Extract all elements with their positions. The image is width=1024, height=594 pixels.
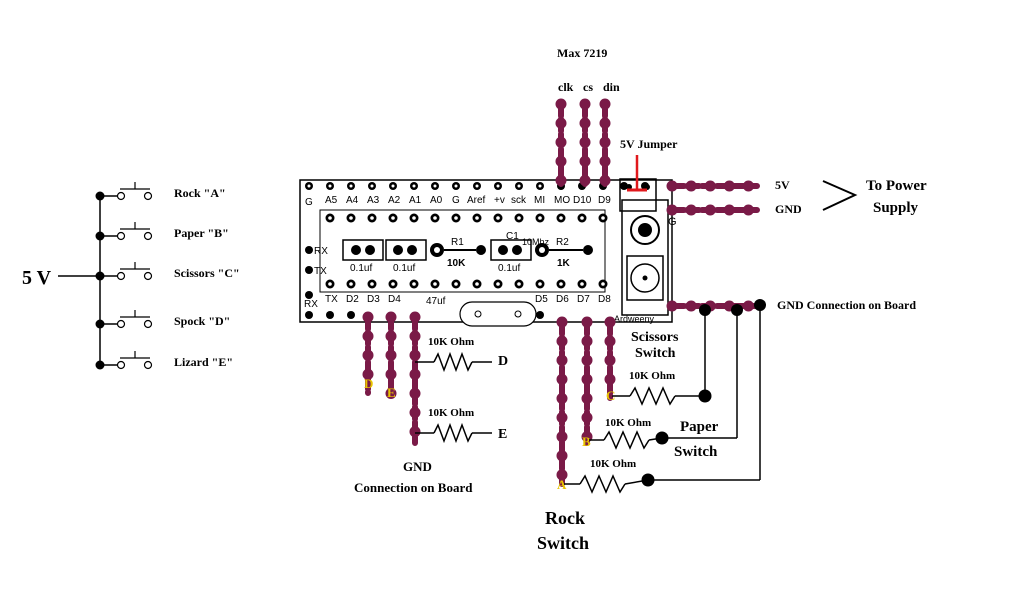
pin-label-a2: A2 (388, 195, 401, 206)
pin-label-d10: D10 (573, 195, 592, 206)
pin-label-a1: A1 (409, 195, 422, 206)
gnd-left-label-2: Connection on Board (354, 480, 473, 495)
resistor-d-label: 10K Ohm (428, 336, 474, 348)
rock-switch-label-2: Switch (537, 533, 589, 553)
pin-label-sck: sck (511, 195, 527, 206)
button-scissors[interactable]: Scissors "C" (95, 262, 240, 281)
resistor-a-label: 10K Ohm (590, 458, 636, 470)
switch-d-label: D (498, 354, 508, 369)
gnd-left-label-1: GND (403, 459, 432, 474)
max7219-label: Max 7219 (557, 46, 607, 60)
wire-letter-b: B (582, 434, 591, 449)
switch-e-label: E (498, 427, 507, 442)
button-label-spock: Spock "D" (174, 314, 230, 328)
pin-label-a5: A5 (325, 195, 338, 206)
power-gnd-label: GND (775, 202, 802, 216)
button-label-rock: Rock "A" (174, 186, 226, 200)
board-components (342, 239, 593, 261)
r1-value: 10K (447, 258, 466, 269)
pin-label-tx: TX (325, 294, 338, 305)
pin-label-mi: MI (534, 195, 545, 206)
side-pin-tx: TX (314, 266, 327, 277)
cs-label: cs (583, 80, 593, 94)
resistor-b (589, 430, 663, 450)
ardweeny-board: G A5 A4 A3 A2 A1 A0 G Aref +v sck MI MO … (299, 178, 677, 327)
pin-label-mo: MO (554, 195, 570, 206)
resistor-d (415, 351, 492, 373)
wire-gnd-board (666, 299, 766, 316)
button-spock[interactable]: Spock "D" (95, 310, 231, 329)
pin-label-d3: D3 (367, 294, 380, 305)
side-pin-rx-2: RX (304, 299, 318, 310)
terminal-b (655, 431, 669, 445)
wire-letter-a: A (557, 477, 567, 492)
button-label-lizard: Lizard "E" (174, 355, 233, 369)
brand-label: Ardweeny (614, 314, 655, 324)
regulator-area: G (619, 178, 677, 316)
wire-letter-e: E (387, 385, 396, 400)
cap-label-47uf: 47uf (426, 296, 446, 307)
pin-label-aref: Aref (467, 195, 486, 206)
button-paper[interactable]: Paper "B" (95, 222, 229, 241)
paper-switch-label-1: Paper (680, 419, 719, 435)
pin-label-d4: D4 (388, 294, 401, 305)
supply-5v-label: 5 V (22, 267, 52, 289)
terminal-c (698, 389, 712, 403)
gnd-board-label: GND Connection on Board (777, 298, 916, 312)
din-label: din (603, 80, 620, 94)
rock-switch-label-1: Rock (545, 508, 585, 528)
pin-label-d8: D8 (598, 294, 611, 305)
side-pins: RX TX RX (304, 246, 328, 310)
pin-label-d7: D7 (577, 294, 590, 305)
c1-label: C1 (506, 231, 519, 242)
scissors-switch-label-1: Scissors (631, 330, 679, 345)
cap-label-2: 0.1uf (393, 263, 415, 274)
pin-label-a4: A4 (346, 195, 359, 206)
r2-label: R2 (556, 237, 569, 248)
wire-letter-d: D (364, 376, 373, 391)
pin-label-a3: A3 (367, 195, 380, 206)
scissors-switch-label-2: Switch (635, 346, 676, 361)
crystal (459, 301, 537, 327)
terminal-a (641, 473, 655, 487)
resistor-c-label: 10K Ohm (629, 370, 675, 382)
pin-label-d5: D5 (535, 294, 548, 305)
reg-pin-g: G (668, 216, 677, 228)
jumper-label: 5V Jumper (620, 137, 678, 151)
pin-label-a0: A0 (430, 195, 443, 206)
pin-label-d9: D9 (598, 195, 611, 206)
jumper-5v (627, 155, 647, 192)
button-label-scissors: Scissors "C" (174, 266, 240, 280)
supply-label: Supply (873, 200, 919, 216)
resistor-a (564, 474, 649, 494)
wire-letter-c: C (606, 388, 615, 403)
resistor-e-label: 10K Ohm (428, 407, 474, 419)
button-rock[interactable]: Rock "A" (95, 182, 226, 201)
pin-label-g: G (452, 195, 460, 206)
osc-label: 10Mhz (522, 237, 550, 247)
pin-label-d2: D2 (346, 294, 359, 305)
ground-return-lines (648, 305, 761, 481)
side-pin-rx: RX (314, 246, 328, 257)
pin-label-g-top: G (305, 197, 313, 208)
arrow-icon (822, 180, 858, 211)
cap-label-3: 0.1uf (498, 263, 520, 274)
resistor-b-label: 10K Ohm (605, 417, 651, 429)
r1-label: R1 (451, 237, 464, 248)
button-lizard[interactable]: Lizard "E" (95, 351, 234, 370)
paper-switch-label-2: Switch (674, 444, 718, 460)
to-power-label: To Power (866, 178, 927, 194)
button-label-paper: Paper "B" (174, 226, 229, 240)
power-5v-label: 5V (775, 178, 790, 192)
pin-label-plus-v: +v (494, 195, 505, 206)
clk-label: clk (558, 80, 574, 94)
button-bus: 5 V (22, 196, 101, 365)
resistor-e (415, 422, 492, 444)
cap-label-1: 0.1uf (350, 263, 372, 274)
r2-value: 1K (557, 258, 571, 269)
pin-label-d6: D6 (556, 294, 569, 305)
resistor-c (612, 386, 705, 406)
